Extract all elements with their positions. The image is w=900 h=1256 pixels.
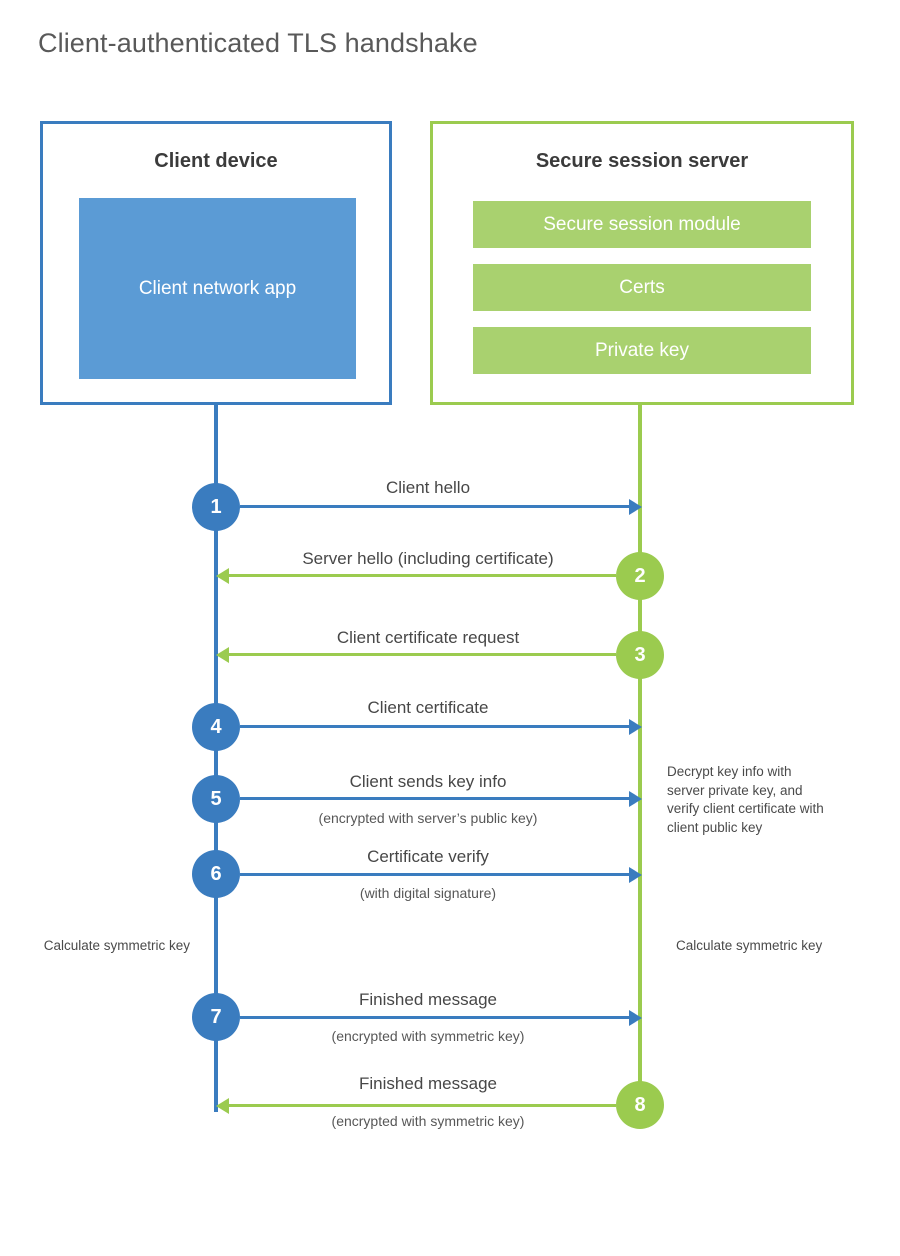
step-2-circle: 2 bbox=[616, 552, 664, 600]
step-7-circle: 7 bbox=[192, 993, 240, 1041]
client-network-app-block: Client network app bbox=[79, 198, 356, 379]
step-3-arrow-line bbox=[226, 653, 616, 656]
step-1-arrow-head-icon bbox=[629, 499, 642, 515]
server-component-certs: Certs bbox=[473, 264, 811, 311]
step-5-arrow-head-icon bbox=[629, 791, 642, 807]
step-1-arrow-line bbox=[240, 505, 632, 508]
step-8-label: Finished message bbox=[359, 1074, 497, 1093]
step-6-arrow-line bbox=[240, 873, 632, 876]
secure-session-server-title: Secure session server bbox=[535, 150, 749, 172]
step-7-label: Finished message bbox=[359, 990, 497, 1009]
step-4-circle: 4 bbox=[192, 703, 240, 751]
step-4-arrow-line bbox=[240, 725, 632, 728]
step-6-arrow-head-icon bbox=[629, 867, 642, 883]
client-device-title: Client device bbox=[154, 150, 278, 172]
client-device-box: Client device Client network app bbox=[40, 121, 392, 405]
step-5-circle: 5 bbox=[192, 775, 240, 823]
step-2-arrow-line bbox=[226, 574, 616, 577]
step-3-circle: 3 bbox=[616, 631, 664, 679]
server-lifeline bbox=[638, 403, 642, 1106]
step-4-arrow-head-icon bbox=[629, 719, 642, 735]
step-6-sublabel: (with digital signature) bbox=[359, 885, 497, 901]
step-6-circle: 6 bbox=[192, 850, 240, 898]
step-8-circle: 8 bbox=[616, 1081, 664, 1129]
step-4-label: Client certificate bbox=[367, 698, 489, 717]
step-8-sublabel: (encrypted with symmetric key) bbox=[331, 1113, 525, 1129]
server-decrypt-annotation: Decrypt key info with server private key… bbox=[667, 764, 824, 835]
client-lifeline bbox=[214, 403, 218, 1112]
step-8-arrow-line bbox=[226, 1104, 616, 1107]
step-7-arrow-line bbox=[240, 1016, 632, 1019]
step-1-label: Client hello bbox=[385, 478, 471, 497]
step-8-arrow-head-icon bbox=[216, 1098, 229, 1114]
step-7-arrow-head-icon bbox=[629, 1010, 642, 1026]
step-3-arrow-head-icon bbox=[216, 647, 229, 663]
client-calculate-symmetric-key-annotation: Calculate symmetric key bbox=[43, 938, 190, 953]
page-title: Client-authenticated TLS handshake bbox=[38, 28, 478, 58]
server-calculate-symmetric-key-annotation: Calculate symmetric key bbox=[676, 938, 823, 953]
step-3-label: Client certificate request bbox=[336, 628, 520, 647]
step-2-arrow-head-icon bbox=[216, 568, 229, 584]
secure-session-server-box: Secure session server Secure session mod… bbox=[430, 121, 854, 405]
step-7-sublabel: (encrypted with symmetric key) bbox=[331, 1028, 525, 1044]
step-2-label: Server hello (including certificate) bbox=[302, 549, 554, 568]
server-component-secure-session-module: Secure session module bbox=[473, 201, 811, 248]
server-component-private-key: Private key bbox=[473, 327, 811, 374]
step-5-label: Client sends key info bbox=[349, 772, 507, 791]
step-5-sublabel: (encrypted with server’s public key) bbox=[318, 810, 538, 826]
step-5-arrow-line bbox=[240, 797, 632, 800]
step-1-circle: 1 bbox=[192, 483, 240, 531]
step-6-label: Certificate verify bbox=[367, 847, 489, 866]
